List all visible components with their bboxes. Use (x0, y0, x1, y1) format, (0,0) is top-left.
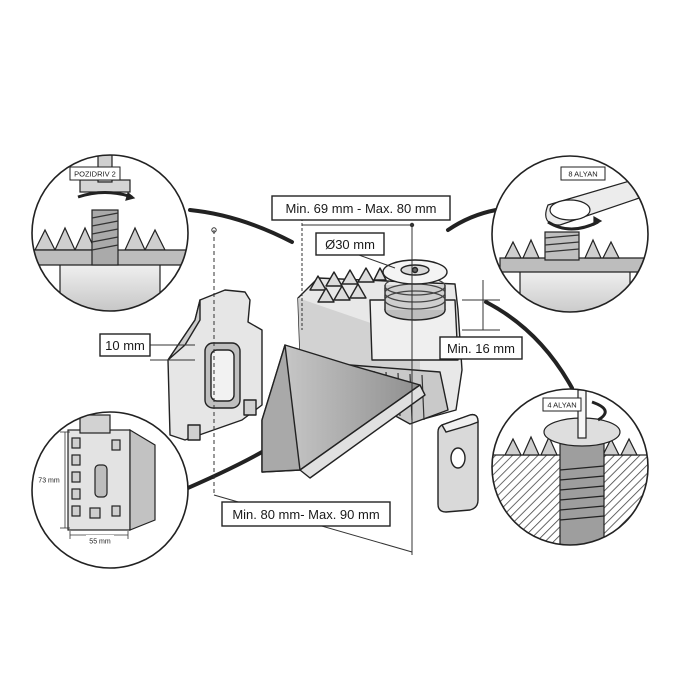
dim-label-width: Min. 80 mm- Max. 90 mm (221, 501, 391, 527)
dim-marker (211, 227, 217, 233)
bracket-body (261, 267, 463, 479)
height-range-text: Min. 69 mm - Max. 80 mm (286, 201, 437, 216)
alyan4-label: 4 ALYAN (547, 401, 576, 410)
dim-label-offset: Min. 16 mm (439, 336, 523, 360)
dim-label-diameter: Ø30 mm (315, 232, 385, 256)
washer (437, 413, 479, 513)
width55-label: 55 mm (89, 539, 111, 546)
pozidriv-label: POZIDRIV 2 (74, 170, 116, 179)
alyan8-label: 8 ALYAN (568, 170, 597, 179)
width-range-text: Min. 80 mm- Max. 90 mm (232, 507, 379, 522)
diameter-text: Ø30 mm (325, 237, 375, 252)
back-plate (167, 289, 263, 441)
height73-label: 73 mm (38, 478, 60, 485)
detail-top-right: 8 ALYAN (491, 155, 649, 313)
adjustment-knob (382, 259, 448, 321)
dim-marker (409, 222, 415, 228)
detail-top-left: POZIDRIV 2 (31, 154, 189, 312)
detail-bottom-right: 4 ALYAN (491, 388, 649, 546)
detail-bottom-left: 73 mm 55 mm (31, 411, 189, 569)
offset-text: Min. 16 mm (447, 341, 515, 356)
dim-label-thickness: 10 mm (99, 333, 151, 357)
thickness-text: 10 mm (105, 338, 145, 353)
dim-label-height: Min. 69 mm - Max. 80 mm (271, 195, 451, 221)
